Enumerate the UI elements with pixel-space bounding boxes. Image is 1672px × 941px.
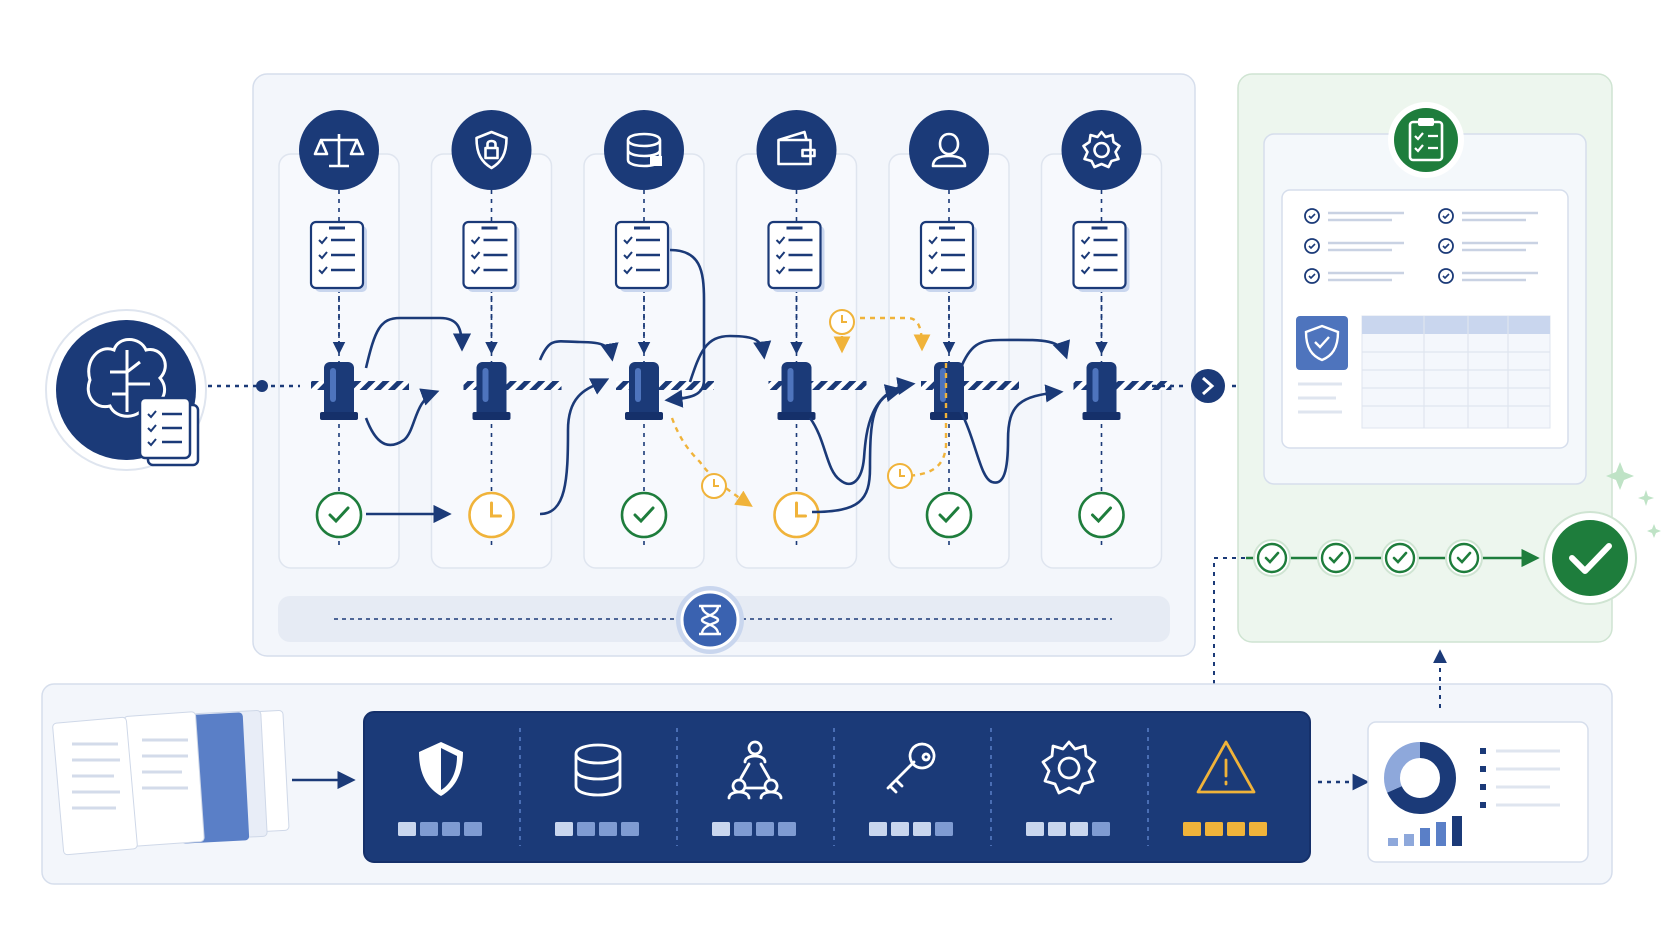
- barrier-gate-icon: [463, 362, 562, 420]
- controls-layer: [398, 728, 1267, 846]
- hourglass-icon: [676, 586, 744, 654]
- report-card: [1367, 721, 1589, 863]
- database-icon: [574, 743, 622, 797]
- shield-lock-icon: [451, 110, 532, 190]
- approval-step-check-icon: [1381, 539, 1419, 577]
- control-data: [519, 728, 639, 846]
- clipboard-check-icon: [1388, 102, 1464, 178]
- gear-icon: [1041, 740, 1097, 795]
- checklist-icon: [462, 220, 520, 292]
- shield-check-icon: [1296, 316, 1348, 414]
- lane-data: [583, 110, 714, 569]
- scales-icon: [299, 110, 379, 190]
- bar-chart-icon: [1388, 816, 1462, 846]
- control-access: [833, 728, 953, 846]
- output-checklist: [1304, 208, 1538, 284]
- lane-operations: [1040, 110, 1172, 569]
- control-level-meter: [1026, 822, 1110, 836]
- final-approval-check: [1543, 511, 1637, 605]
- key-icon: [886, 742, 936, 794]
- database-lock-icon: [604, 110, 684, 190]
- control-level-meter: [1183, 822, 1267, 836]
- check-badge-icon: [1438, 238, 1538, 254]
- lane-security: [430, 110, 562, 569]
- approved-check-icon: [1078, 491, 1125, 539]
- controls-band: [363, 711, 1311, 863]
- legend-lines: [1480, 748, 1560, 808]
- barrier-gate-icon: [1073, 362, 1172, 420]
- report-table: [1361, 315, 1551, 429]
- pending-clock-icon: [468, 491, 515, 539]
- warning-icon: [1196, 740, 1256, 794]
- lane-people: [888, 110, 1019, 569]
- sparkle-icon: [1606, 462, 1634, 490]
- check-badge-icon: [1438, 208, 1538, 224]
- check-circle-icon: [1304, 208, 1404, 224]
- control-network: [676, 728, 796, 846]
- control-risk: [1147, 728, 1267, 846]
- checklist-icon: [1072, 220, 1130, 292]
- checklist-icon: [919, 220, 977, 292]
- barrier-gate-icon: [311, 362, 409, 420]
- barrier-gate-icon: [768, 362, 867, 420]
- approved-check-icon: [925, 491, 973, 539]
- network-users-icon: [727, 740, 783, 800]
- checklist-icon: [614, 220, 672, 292]
- barrier-gate-icon: [921, 362, 1019, 420]
- source-node: [45, 309, 207, 471]
- check-circle-icon: [1304, 268, 1404, 284]
- control-config: [990, 728, 1110, 846]
- approved-check-icon: [620, 491, 668, 539]
- approved-check-icon: [315, 491, 363, 539]
- headset-icon: [1304, 238, 1404, 254]
- donut-chart-icon: [1384, 742, 1456, 814]
- checklist-icon: [309, 220, 367, 292]
- control-level-meter: [398, 822, 482, 836]
- control-security: [398, 742, 482, 836]
- lanes-layer: [278, 110, 1172, 569]
- gear-icon: [1061, 110, 1142, 190]
- pending-connectors: [670, 316, 948, 507]
- checklist-icon: [767, 220, 825, 292]
- barrier-gate-icon: [616, 362, 714, 420]
- wallet-icon: [756, 110, 837, 190]
- shield-icon: [419, 742, 463, 796]
- checklist-document-icon: [138, 396, 200, 467]
- brain-icon: [86, 338, 167, 418]
- document-stack: [52, 710, 290, 856]
- approval-step-check-icon: [1253, 539, 1291, 577]
- approval-step-check-icon: [1445, 539, 1483, 577]
- control-level-meter: [712, 822, 796, 836]
- approval-step-check-icon: [1317, 539, 1355, 577]
- check-icon: [1569, 543, 1612, 574]
- control-level-meter: [869, 822, 953, 836]
- lane-connectors: [364, 248, 1071, 524]
- lane-finance: [735, 110, 867, 569]
- check-badge-icon: [1438, 268, 1538, 284]
- pending-clock-markers: [701, 309, 913, 499]
- user-icon: [909, 110, 989, 190]
- control-level-meter: [555, 822, 639, 836]
- approval-chain: [1213, 462, 1661, 702]
- pending-clock-icon: [773, 491, 820, 539]
- lane-legal: [278, 110, 409, 569]
